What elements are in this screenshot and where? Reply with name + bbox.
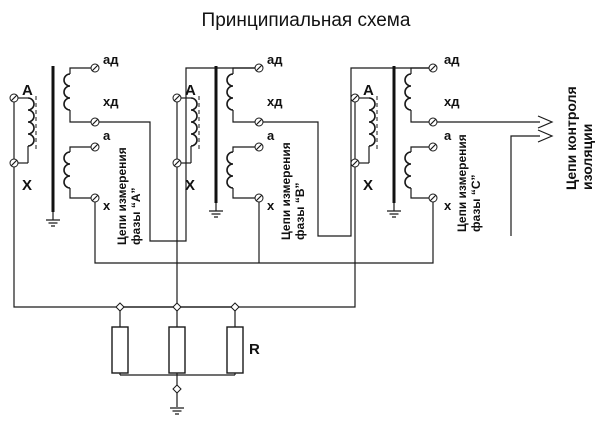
terminal-icon xyxy=(172,158,182,168)
secondary-coil-2-icon xyxy=(226,151,234,189)
measurement-circuit-phase: фазы “B” xyxy=(293,182,307,240)
secondary-1-top-label: ад xyxy=(267,52,283,67)
secondary-2-top-label: а xyxy=(444,128,452,143)
secondary-2-bottom-label: х xyxy=(103,198,111,213)
primary-top-label: A xyxy=(22,82,33,99)
primary-top-label: A xyxy=(363,82,374,99)
primary-coil-icon xyxy=(190,97,198,147)
primary-coil-icon xyxy=(27,97,35,147)
secondary-coil-1-icon xyxy=(63,73,71,111)
resistor-right xyxy=(226,326,244,374)
resistor-middle xyxy=(168,326,186,374)
terminal-icon xyxy=(428,142,438,152)
resistor-label: R xyxy=(249,341,260,358)
primary-bottom-label: X xyxy=(22,177,32,194)
junction-icon xyxy=(230,302,240,312)
wiring xyxy=(13,67,540,407)
hd-series-wire-a-b xyxy=(95,67,259,242)
secondary-coil-2-icon xyxy=(63,151,71,189)
resistor-leads xyxy=(119,307,236,375)
secondary-2-bottom-label: х xyxy=(267,198,275,213)
junction-icons xyxy=(115,302,240,394)
ground-icon xyxy=(209,210,223,218)
arrow-icon-top xyxy=(537,115,554,129)
terminal-icon xyxy=(90,193,100,203)
terminal-icon xyxy=(9,158,19,168)
secondary-1-bottom-label: хд xyxy=(267,94,283,109)
diagram-title: Принципиальная схема xyxy=(202,10,411,31)
resistor-left xyxy=(111,326,129,374)
terminal-icon xyxy=(172,93,182,103)
terminal-icon xyxy=(254,142,264,152)
insulation-circuit-label: Цепи контроля xyxy=(563,86,579,190)
measurement-circuit-label: Цепи измерения xyxy=(455,134,469,232)
primary-top-label: A xyxy=(185,82,196,99)
secondary-2-top-label: а xyxy=(267,128,275,143)
measurement-circuit-label: Цепи измерения xyxy=(279,142,293,240)
terminal-icon xyxy=(350,158,360,168)
junction-icon xyxy=(172,302,182,312)
junction-icon xyxy=(115,302,125,312)
terminal-icon xyxy=(428,63,438,73)
terminal-icon xyxy=(254,63,264,73)
terminal-icon xyxy=(9,93,19,103)
terminal-icon xyxy=(428,117,438,127)
ground-icon-bottom xyxy=(170,407,184,415)
measurement-circuit-label: Цепи измерения xyxy=(115,147,129,245)
secondary-1-bottom-label: хд xyxy=(103,94,119,109)
measurement-circuit-phase: фазы “C” xyxy=(469,174,483,232)
ground-icon xyxy=(46,219,60,227)
terminal-icon xyxy=(90,63,100,73)
transformer-phase-a: A X ад хд а х Цепи измерения фазы “A” xyxy=(9,52,143,245)
hd-series-wire-b-c xyxy=(259,67,433,237)
junction-icon xyxy=(172,384,182,394)
secondary-2-bottom-label: х xyxy=(444,198,452,213)
terminal-icon xyxy=(90,142,100,152)
measurement-circuit-phase: фазы “A” xyxy=(129,187,143,245)
arrow-icon-bottom xyxy=(537,129,554,143)
secondary-2-top-label: а xyxy=(103,128,111,143)
secondary-1-top-label: ад xyxy=(444,52,460,67)
primary-bottom-label: X xyxy=(185,177,195,194)
secondary-x-return-wire xyxy=(94,198,434,264)
terminal-icon xyxy=(254,117,264,127)
secondary-coil-1-icon xyxy=(226,73,234,111)
insulation-circuit-label-2: изоляции xyxy=(579,124,595,190)
transformer-phase-c: A X ад хд а х Цепи измерения фазы “C” xyxy=(350,52,483,232)
secondary-1-top-label: ад xyxy=(103,52,119,67)
terminal-icon xyxy=(428,193,438,203)
secondary-1-bottom-label: хд xyxy=(444,94,460,109)
terminal-icon xyxy=(90,117,100,127)
secondary-coil-2-icon xyxy=(404,151,412,189)
insulation-wire-bottom xyxy=(510,135,540,236)
secondary-coil-1-icon xyxy=(404,73,412,111)
terminal-icon xyxy=(254,193,264,203)
primary-bottom-label: X xyxy=(363,177,373,194)
terminal-icon xyxy=(350,93,360,103)
transformer-phase-b: A X ад хд а х Цепи измерения фазы “B” xyxy=(172,52,307,240)
ground-icon xyxy=(387,210,401,218)
primary-coil-icon xyxy=(368,97,376,147)
